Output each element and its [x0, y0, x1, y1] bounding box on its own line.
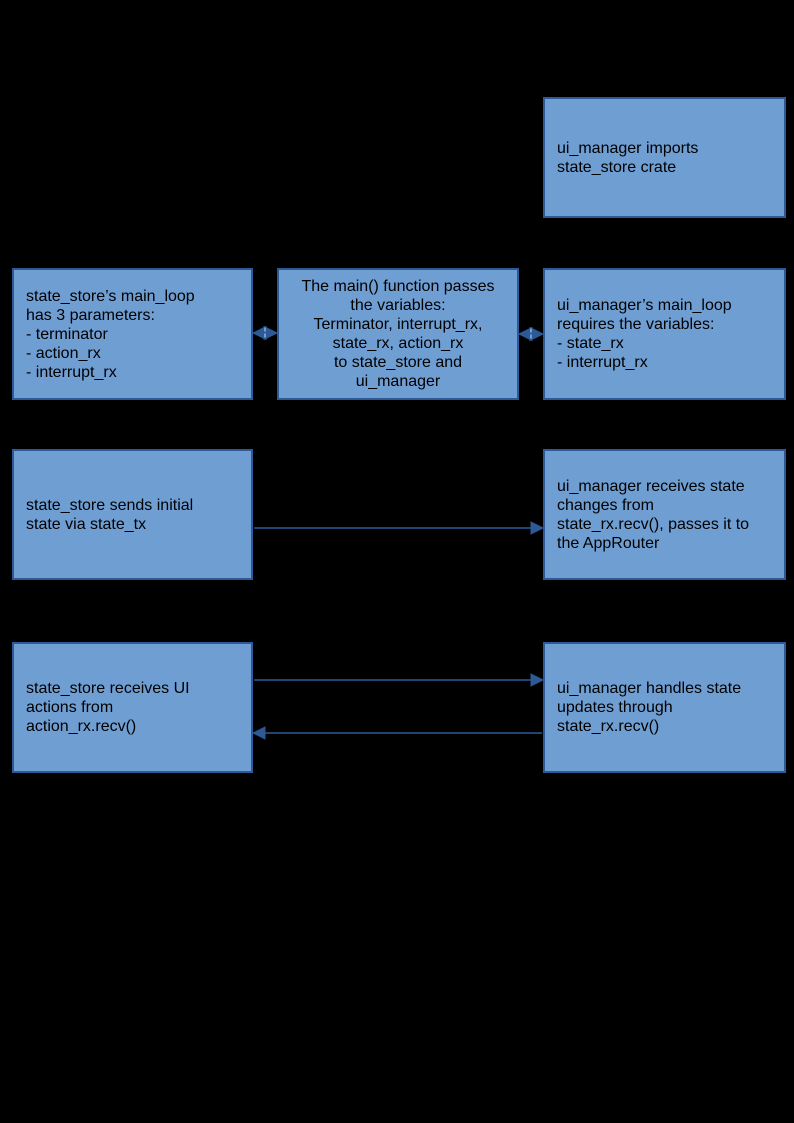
arrowhead-right-icon [530, 521, 545, 535]
double-arrow-main-requires [517, 326, 545, 342]
node-text: state_store’s main_loop has 3 parameters… [26, 287, 195, 381]
arrowhead-right-icon [530, 673, 545, 687]
arrow-state-updates [251, 726, 542, 740]
arrowhead-right-icon [263, 325, 279, 341]
arrowhead-left-icon [251, 325, 267, 341]
node-text: ui_manager imports state_store crate [557, 139, 699, 176]
arrow-initial-state [254, 521, 545, 535]
arrow-ui-actions [254, 673, 545, 687]
double-arrow-params-main [251, 325, 279, 341]
node-text: ui_manager handles state updates through… [557, 680, 742, 735]
node-state-store-receives-actions: state_store receives UI actions from act… [12, 642, 253, 773]
arrowhead-left-icon [251, 726, 266, 740]
node-state-store-sends-initial: state_store sends initial state via stat… [12, 449, 253, 580]
node-text: The main() function passes the variables… [301, 278, 495, 390]
node-text: ui_manager’s main_loop requires the vari… [557, 297, 732, 371]
node-text: state_store sends initial state via stat… [26, 496, 194, 533]
node-ui-manager-imports: ui_manager imports state_store crate [543, 97, 786, 218]
node-state-store-params: state_store’s main_loop has 3 parameters… [12, 268, 253, 400]
node-main-passes-variables: The main() function passes the variables… [277, 268, 519, 400]
arrowhead-left-icon [517, 326, 533, 342]
node-text: ui_manager receives state changes from s… [557, 477, 750, 552]
node-ui-manager-receives-state: ui_manager receives state changes from s… [543, 449, 786, 580]
node-text: state_store receives UI actions from act… [26, 680, 190, 735]
node-ui-manager-handles-updates: ui_manager handles state updates through… [543, 642, 786, 773]
node-ui-manager-requires: ui_manager’s main_loop requires the vari… [543, 268, 786, 400]
arrowhead-right-icon [529, 326, 545, 342]
